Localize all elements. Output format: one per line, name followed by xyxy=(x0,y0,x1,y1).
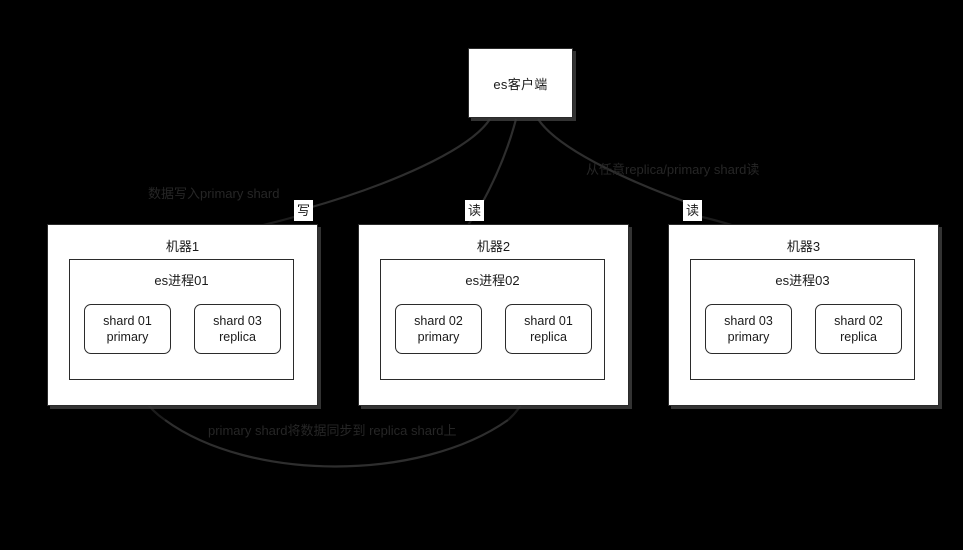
shard-role: primary xyxy=(727,330,770,344)
edge-label-read-any: 从任意replica/primary shard读 xyxy=(586,162,760,177)
edge-chip-read-2: 读 xyxy=(683,200,703,221)
shard-role: primary xyxy=(106,330,149,344)
shard-role: replica xyxy=(840,330,877,344)
machine-title-1: 机器1 xyxy=(165,239,200,254)
shard-name: shard 03 xyxy=(724,313,773,328)
es-process-box-3[interactable]: es进程03 shard 03 primary shard 02 replica xyxy=(690,259,915,380)
shard-role: replica xyxy=(219,330,256,344)
edge-chip-read-1: 读 xyxy=(465,200,485,221)
machine-title-2: 机器2 xyxy=(476,239,511,254)
edge-client-to-machine1-outer xyxy=(304,118,491,211)
shard-box-2-replica[interactable]: shard 01 replica xyxy=(505,304,592,354)
shard-name: shard 02 xyxy=(834,313,883,328)
shard-box-2-primary[interactable]: shard 02 primary xyxy=(395,304,482,354)
es-process-label-3: es进程03 xyxy=(775,273,830,288)
shard-name: shard 01 xyxy=(524,313,573,328)
es-client-box[interactable]: es客户端 xyxy=(468,48,573,118)
shard-box-3-primary[interactable]: shard 03 primary xyxy=(705,304,792,354)
es-process-box-1[interactable]: es进程01 shard 01 primary shard 03 replica xyxy=(69,259,294,380)
shard-name: shard 03 xyxy=(213,313,262,328)
shard-role: replica xyxy=(530,330,567,344)
shard-name: shard 01 xyxy=(103,313,152,328)
machine-box-1[interactable]: 机器1 es进程01 shard 01 primary shard 03 rep… xyxy=(47,224,318,406)
machine-box-2[interactable]: 机器2 es进程02 shard 02 primary shard 01 rep… xyxy=(358,224,629,406)
es-process-label-2: es进程02 xyxy=(465,273,520,288)
es-client-label: es客户端 xyxy=(493,76,548,92)
es-process-label-1: es进程01 xyxy=(154,273,209,288)
shard-box-1-replica[interactable]: shard 03 replica xyxy=(194,304,281,354)
shard-box-1-primary[interactable]: shard 01 primary xyxy=(84,304,171,354)
shard-role: primary xyxy=(417,330,460,344)
edge-client-to-machine2-outer xyxy=(479,118,518,208)
es-process-box-2[interactable]: es进程02 shard 02 primary shard 01 replica xyxy=(380,259,605,380)
edge-label-write-primary: 数据写入primary shard xyxy=(148,186,280,201)
machine-box-3[interactable]: 机器3 es进程03 shard 03 primary shard 02 rep… xyxy=(668,224,939,406)
edge-label-sync: primary shard将数据同步到 replica shard上 xyxy=(208,423,457,438)
shard-name: shard 02 xyxy=(414,313,463,328)
machine-title-3: 机器3 xyxy=(786,239,821,254)
edge-chip-write: 写 xyxy=(294,200,314,221)
shard-box-3-replica[interactable]: shard 02 replica xyxy=(815,304,902,354)
